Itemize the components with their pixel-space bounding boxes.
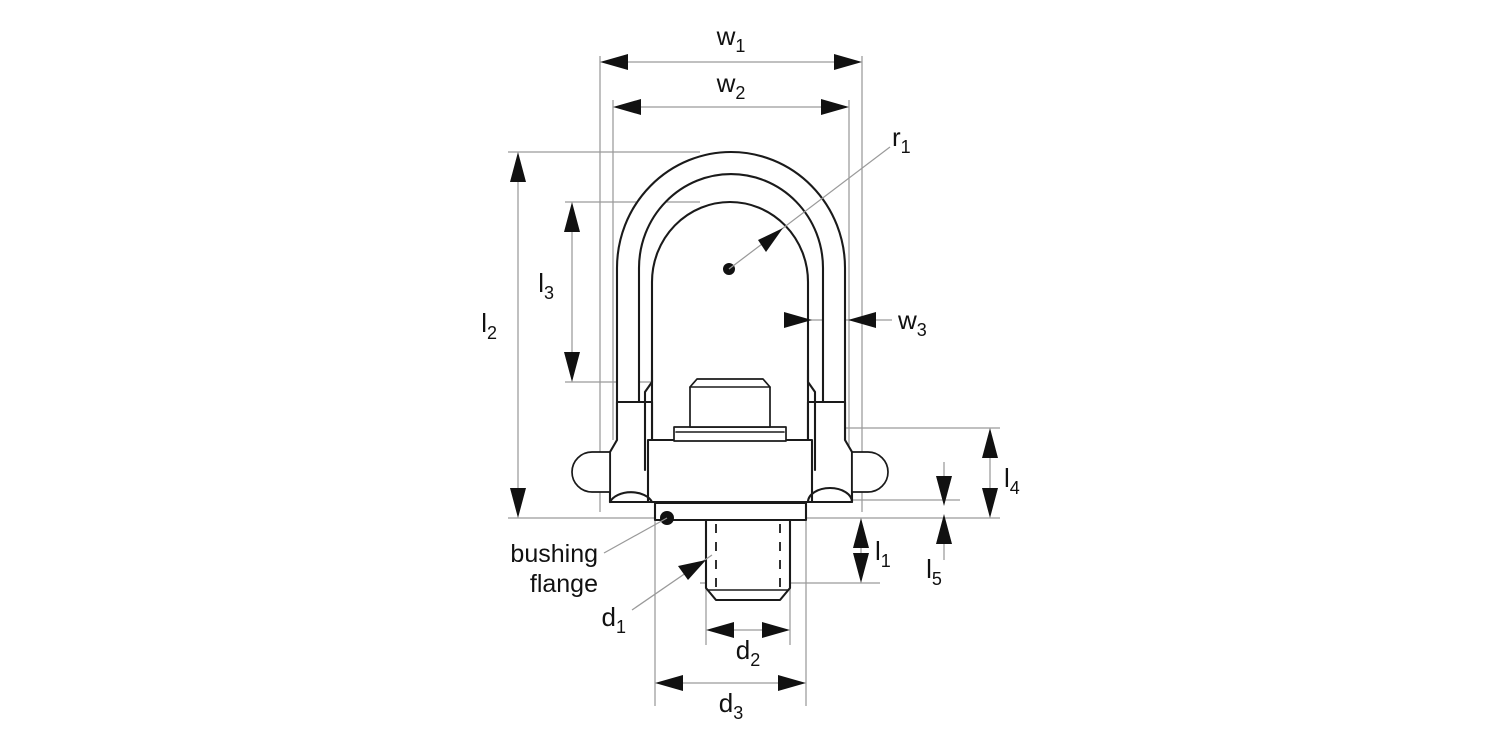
arrow-d1: [678, 560, 706, 580]
bolt-washer: [673, 426, 787, 442]
side-lug-right: [851, 451, 889, 493]
dimension-w1: w1: [600, 21, 862, 70]
hoist-ring-part: [571, 151, 889, 602]
arrow-d3-left: [655, 675, 683, 691]
bail-outer-profile: [615, 151, 847, 472]
arrow-l4-bottom: [982, 488, 998, 518]
dimension-d1: d1: [602, 554, 713, 637]
arrow-l3-top: [564, 202, 580, 232]
label-d2: d2: [736, 635, 760, 670]
dimension-d3: d3: [655, 675, 806, 723]
bail-inner-left-step: [643, 368, 654, 472]
side-lug-left: [571, 451, 611, 493]
label-d1: d1: [602, 602, 626, 637]
label-l5: l5: [926, 554, 942, 589]
threaded-shank: [704, 518, 792, 602]
arrow-w3-left: [784, 312, 812, 328]
label-l2: l2: [481, 308, 497, 343]
label-l3: l3: [538, 268, 554, 303]
leader-line-bushing-flange: [603, 517, 668, 554]
label-l4: l4: [1004, 463, 1020, 498]
dimension-l4: l4: [982, 428, 1020, 518]
arrow-l5-upper: [936, 476, 952, 506]
relief-cutout-left: [608, 491, 654, 504]
arrow-w3-right: [848, 312, 876, 328]
arrow-d2-right: [762, 622, 790, 638]
arrow-w1-right: [834, 54, 862, 70]
arrow-l1-top: [853, 518, 869, 548]
label-bushing-flange-line1: bushing: [510, 540, 598, 568]
arrow-l4-top: [982, 428, 998, 458]
relief-cutout-right: [806, 486, 854, 504]
arrow-w1-left: [600, 54, 628, 70]
label-w3: w3: [897, 305, 927, 340]
arrow-d3-right: [778, 675, 806, 691]
label-w2: w2: [716, 68, 746, 103]
dimension-l5: l5: [926, 476, 952, 589]
dimension-d2: d2: [706, 622, 790, 670]
bail-inner-right-step: [806, 368, 817, 472]
dimension-l3: l3: [538, 202, 580, 382]
arrow-l5-lower: [936, 514, 952, 544]
leader-line-r1: [728, 146, 891, 270]
dimension-l2: l2: [481, 152, 526, 518]
dimension-w3: w3: [784, 305, 927, 340]
label-d3: d3: [719, 688, 743, 723]
label-bushing-flange-line2: flange: [530, 570, 598, 598]
dimension-w2: w2: [613, 68, 849, 115]
arrow-l1-bottom: [853, 553, 869, 583]
label-l1: l1: [875, 536, 891, 571]
arrow-r1: [758, 228, 783, 252]
label-w1: w1: [716, 21, 746, 56]
arrow-w2-left: [613, 99, 641, 115]
annotation-bushing-flange: bushing flange: [510, 511, 674, 598]
arrow-d2-left: [706, 622, 734, 638]
arrow-l2-top: [510, 152, 526, 182]
bushing-flange-plate: [653, 501, 808, 522]
dimension-l1: l1: [853, 518, 891, 583]
arrow-l3-bottom: [564, 352, 580, 382]
dimension-r1: r1: [723, 122, 911, 275]
base-housing-block: [646, 438, 814, 504]
arrow-l2-bottom: [510, 488, 526, 518]
label-r1: r1: [892, 122, 911, 157]
arrow-w2-right: [821, 99, 849, 115]
